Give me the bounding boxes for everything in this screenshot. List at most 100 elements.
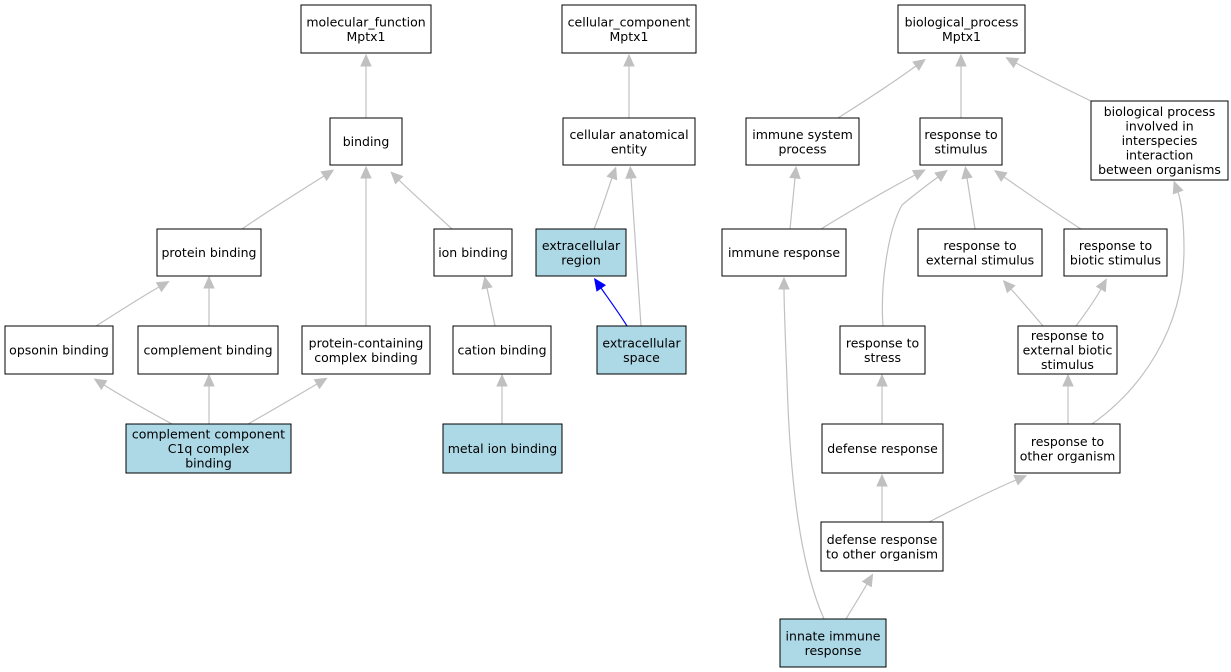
edge-line xyxy=(95,286,160,327)
node-box xyxy=(562,117,696,166)
node-label: Mptx1 xyxy=(610,29,649,44)
edge-line xyxy=(103,384,173,425)
node-box xyxy=(1017,325,1118,375)
node-label: biological process xyxy=(1104,104,1216,119)
node-box xyxy=(329,117,403,166)
node-box xyxy=(919,117,1003,166)
edge-es-to-er xyxy=(593,277,628,327)
arrow-head-icon xyxy=(320,169,335,182)
node-label: response to xyxy=(924,127,997,142)
node-label: immune response xyxy=(728,245,840,260)
arrow-head-icon xyxy=(606,166,618,181)
node-box xyxy=(820,521,944,572)
node-ionb[interactable]: ion binding xyxy=(433,228,513,277)
node-label: response to xyxy=(1031,328,1104,343)
node-pb[interactable]: protein binding xyxy=(156,228,262,277)
edge-line xyxy=(789,177,796,230)
node-box xyxy=(433,228,513,277)
node-label: other organism xyxy=(1020,448,1116,463)
arrow-head-icon xyxy=(1172,180,1184,195)
node-box xyxy=(839,325,926,375)
edge-line xyxy=(783,288,825,620)
arrow-head-icon xyxy=(1095,278,1107,293)
arrow-head-icon xyxy=(955,53,967,67)
edge-c1q-to-cb xyxy=(203,373,215,424)
node-box xyxy=(1090,100,1229,181)
edges-layer xyxy=(93,53,1185,620)
node-ir[interactable]: immune response xyxy=(721,228,847,277)
node-label: interspecies xyxy=(1122,133,1198,148)
arrow-head-icon xyxy=(1062,373,1074,387)
arrow-head-icon xyxy=(360,53,372,67)
node-label: ion binding xyxy=(438,245,508,260)
arrow-head-icon xyxy=(203,373,215,387)
edge-er-to-cae xyxy=(593,166,618,230)
edge-isp-to-bp xyxy=(837,58,926,119)
node-binding[interactable]: binding xyxy=(329,117,403,166)
arrow-head-icon xyxy=(876,373,888,387)
edge-rtebs-to-rtbs xyxy=(1075,278,1107,327)
arrow-head-icon xyxy=(789,165,801,180)
node-label: response to xyxy=(846,335,919,350)
arrow-head-icon xyxy=(911,169,926,181)
node-box xyxy=(442,423,563,474)
node-label: complex binding xyxy=(314,350,418,365)
edge-bpii-to-bp xyxy=(1005,57,1092,102)
node-dr[interactable]: defense response xyxy=(821,423,944,474)
node-label: extracellular xyxy=(602,335,681,350)
edge-binding-to-mf xyxy=(360,53,372,118)
edge-pb-to-binding xyxy=(241,169,335,230)
node-box xyxy=(125,423,292,474)
node-label: opsonin binding xyxy=(9,343,109,358)
edge-mib-to-catb xyxy=(496,373,508,424)
node-label: binding xyxy=(343,134,390,149)
node-label: stimulus xyxy=(1041,357,1094,372)
arrow-head-icon xyxy=(93,378,108,391)
node-box xyxy=(1014,423,1121,474)
edge-line xyxy=(928,479,1017,523)
edge-line xyxy=(398,179,453,230)
arrow-head-icon xyxy=(876,473,888,487)
arrow-head-icon xyxy=(861,573,874,588)
node-mib[interactable]: metal ion binding xyxy=(442,423,563,474)
edge-ir-to-rts xyxy=(820,169,926,230)
arrow-head-icon xyxy=(934,169,948,182)
edge-line xyxy=(1003,176,1082,230)
node-box xyxy=(745,117,860,166)
node-ob[interactable]: opsonin binding xyxy=(4,325,114,375)
edge-line xyxy=(486,287,496,327)
node-label: metal ion binding xyxy=(448,441,558,456)
node-label: stimulus xyxy=(935,141,988,156)
node-label: region xyxy=(561,252,601,267)
arrow-head-icon xyxy=(481,276,493,290)
node-box xyxy=(561,4,697,54)
node-label: process xyxy=(778,141,826,156)
arrow-head-icon xyxy=(390,171,404,185)
edge-line xyxy=(966,177,976,230)
arrow-head-icon xyxy=(623,53,635,67)
node-cb[interactable]: complement binding xyxy=(137,325,279,375)
node-label: immune system xyxy=(752,127,853,142)
node-label: Mptx1 xyxy=(942,29,981,44)
arrow-head-icon xyxy=(1005,57,1020,69)
node-catb[interactable]: cation binding xyxy=(452,325,552,375)
